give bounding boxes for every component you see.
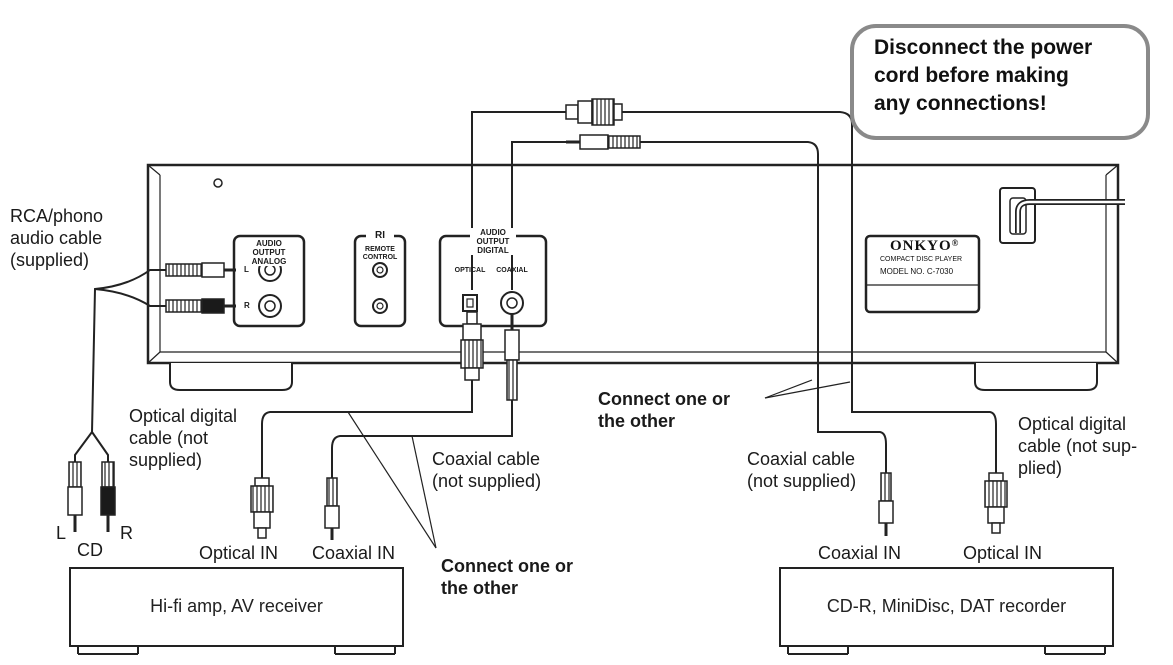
connect-one-bottom-label: Connect one or the other: [441, 556, 574, 598]
cables: [74, 111, 997, 478]
model-number: MODEL NO. C-7030: [880, 267, 954, 276]
analog-r-label: R: [244, 301, 250, 310]
cd-plug-r: [100, 461, 116, 532]
coaxial-cable-right-label: Coaxial cable (not supplied): [747, 449, 857, 491]
rca-plug-l: [165, 262, 236, 278]
optical-plug-amp: [250, 477, 274, 539]
coaxial-in-left-label: Coaxial IN: [312, 543, 396, 563]
recorder-device: [779, 567, 1114, 655]
analog-l-label: L: [244, 265, 249, 274]
power-cord: [999, 187, 1125, 244]
optical-in-right-label: Optical IN: [963, 543, 1043, 563]
digital-optical-label: OPTICAL: [454, 267, 486, 274]
coaxial-plug-player: [504, 314, 520, 401]
optical-cable-left-label: Optical digital cable (not supplied): [129, 406, 238, 470]
coaxial-plug-recorder: [878, 472, 894, 536]
coaxial-plug-amp: [324, 477, 340, 540]
warning-callout: [850, 24, 1150, 140]
optical-plug-top: [565, 98, 623, 126]
amp-device-label: Hi-fi amp, AV receiver: [150, 596, 323, 616]
brand-logo: ONKYO®: [890, 238, 960, 254]
coaxial-in-right-label: Coaxial IN: [818, 543, 902, 563]
optical-in-left-label: Optical IN: [199, 543, 279, 563]
cd-label: CD: [77, 540, 103, 560]
coaxial-plug-top: [566, 134, 641, 150]
coaxial-cable-left-label: Coaxial cable (not supplied): [432, 449, 542, 491]
optical-plug-recorder: [984, 472, 1008, 534]
rca-cable-label: RCA/phono audio cable (supplied): [10, 206, 104, 270]
rca-plug-r: [165, 298, 236, 314]
digital-coaxial-label: COAXIAL: [496, 267, 528, 274]
recorder-device-label: CD-R, MiniDisc, DAT recorder: [826, 596, 1067, 616]
cd-plug-l: [67, 461, 83, 532]
connect-one-top-label: Connect one or the other: [598, 389, 731, 431]
optical-plug-player: [460, 311, 484, 381]
digital-section-label: AUDIO OUTPUT DIGITAL: [470, 228, 516, 255]
cd-player-rear-panel: [146, 163, 1120, 365]
ri-logo: RI: [366, 231, 394, 241]
cd-r-label: R: [120, 523, 133, 543]
ri-section-label: REMOTE CONTROL: [362, 246, 398, 261]
product-name: COMPACT DISC PLAYER: [880, 256, 963, 263]
optical-cable-right-label: Optical digital cable (not sup- plied): [1018, 414, 1138, 478]
cd-l-label: L: [56, 523, 67, 543]
amp-device: [69, 567, 404, 655]
warning-callout-text: Disconnect the power cord before making …: [874, 36, 1093, 115]
analog-section-label: AUDIO OUTPUT ANALOG: [244, 239, 294, 266]
nameplate: [864, 234, 981, 314]
player-feet: [169, 363, 1098, 391]
pointer-lines: [347, 379, 851, 549]
